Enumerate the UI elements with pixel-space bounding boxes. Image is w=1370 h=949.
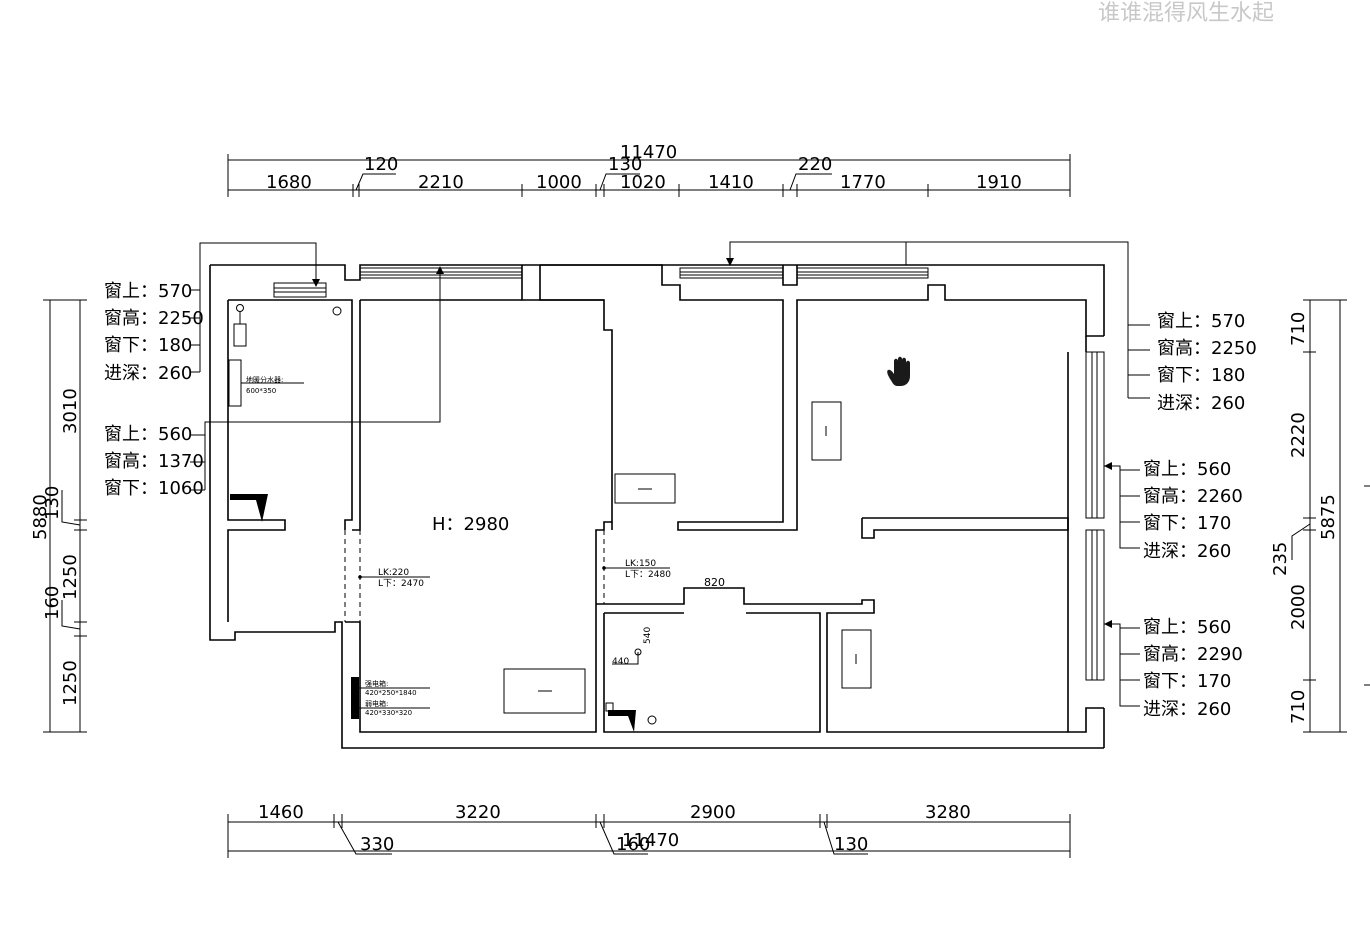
window-note: 窗下：180 bbox=[104, 335, 192, 356]
window-top-3 bbox=[796, 267, 929, 279]
top-dim-seg: 1910 bbox=[976, 172, 1022, 193]
walls bbox=[209, 264, 1105, 749]
top-dim-seg: 1020 bbox=[620, 172, 666, 193]
window-note: 窗高：2260 bbox=[1143, 486, 1243, 507]
top-dimensions: 11470 120 130 220 1680 2210 1000 1020 14… bbox=[227, 142, 1071, 197]
top-dim-seg: 1770 bbox=[840, 172, 886, 193]
box-marks bbox=[538, 426, 857, 692]
dim-440-label: 440 bbox=[612, 657, 629, 667]
right-dim-seg: 710 bbox=[1288, 312, 1309, 346]
window-note: 窗上：560 bbox=[1143, 617, 1231, 638]
left-dimensions: 5880 3010 130 1250 160 1250 bbox=[30, 299, 87, 733]
window-notes-left-mid: 窗上：560 窗高：1370 窗下：1060 bbox=[104, 424, 204, 499]
bottom-dim-330: 330 bbox=[360, 834, 394, 855]
hand-cursor-icon bbox=[887, 356, 910, 386]
window-note: 窗下：170 bbox=[1143, 671, 1231, 692]
bottom-dim-seg: 3220 bbox=[455, 802, 501, 823]
window-note: 进深：260 bbox=[1157, 393, 1245, 414]
right-outer-dim: 5875 bbox=[1318, 494, 1339, 540]
bottom-dim-seg: 1460 bbox=[258, 802, 304, 823]
bottom-dim-130: 130 bbox=[834, 834, 868, 855]
lk-right-low-label: L下：2480 bbox=[625, 570, 671, 580]
top-dim-seg: 1410 bbox=[708, 172, 754, 193]
lk-left-low-label: L下：2470 bbox=[378, 579, 424, 589]
bottom-dimensions: 1460 3220 2900 3280 330 160 11470 130 bbox=[227, 802, 1071, 858]
window-note: 窗上：570 bbox=[1157, 311, 1245, 332]
box1-label: 强电箱: bbox=[365, 679, 388, 688]
window-note: 窗上：570 bbox=[104, 281, 192, 302]
bath-dims: 540 440 bbox=[612, 627, 653, 667]
ceiling-height-label: H：2980 bbox=[432, 514, 509, 535]
top-dim-seg: 2210 bbox=[418, 172, 464, 193]
right-dim-seg: 2220 bbox=[1288, 412, 1309, 458]
window-note: 窗高：2290 bbox=[1143, 644, 1243, 665]
water-heater-fixture bbox=[233, 304, 342, 347]
left-dim-seg: 3010 bbox=[60, 388, 81, 434]
dim-540-label: 540 bbox=[643, 627, 653, 644]
window-note: 窗高：1370 bbox=[104, 451, 204, 472]
window-note: 窗下：170 bbox=[1143, 513, 1231, 534]
right-dim-seg: 235 bbox=[1270, 542, 1291, 576]
lk-left-label: LK:220 bbox=[378, 568, 409, 578]
floor-heating-label: 地暖分水器: bbox=[246, 375, 283, 384]
watermark-text: 谁谁混得风生水起 bbox=[1098, 1, 1274, 26]
floor-heating-size: 600*350 bbox=[246, 387, 276, 395]
window-note: 窗高：2250 bbox=[104, 308, 204, 329]
top-dim-220: 220 bbox=[798, 154, 832, 175]
window-note: 窗下：1060 bbox=[104, 478, 204, 499]
top-dim-120: 120 bbox=[364, 154, 398, 175]
left-dim-seg: 1250 bbox=[60, 660, 81, 706]
bottom-total-dim: 11470 bbox=[622, 830, 679, 851]
left-dim-seg: 160 bbox=[42, 586, 63, 620]
left-dim-seg: 130 bbox=[42, 486, 63, 520]
dim-820-label: 820 bbox=[704, 576, 725, 589]
cabinet-box bbox=[614, 473, 676, 504]
window-note: 窗下：180 bbox=[1157, 365, 1245, 386]
bottom-dim-seg: 3280 bbox=[925, 802, 971, 823]
window-top-small bbox=[273, 282, 327, 298]
drain-icon bbox=[647, 715, 657, 725]
cabinet-box bbox=[503, 668, 586, 714]
window-note: 进深：260 bbox=[104, 363, 192, 384]
corner-fixture-icon bbox=[230, 494, 268, 522]
window-notes-left-top: 窗上：570 窗高：2250 窗下：180 进深：260 bbox=[104, 281, 204, 384]
right-dim-seg: 710 bbox=[1288, 690, 1309, 724]
window-note: 窗高：2250 bbox=[1157, 338, 1257, 359]
window-top-2 bbox=[679, 267, 784, 279]
door-note-right: LK:150 L下：2480 bbox=[602, 559, 671, 580]
box2-size: 420*330*320 bbox=[365, 709, 412, 717]
box2-label: 弱电箱: bbox=[365, 699, 388, 708]
window-note: 窗上：560 bbox=[104, 424, 192, 445]
right-dimensions: 710 2220 235 2000 710 5875 bbox=[1270, 299, 1370, 733]
lk-right-label: LK:150 bbox=[625, 559, 656, 569]
door-note-left: LK:220 L下：2470 bbox=[358, 568, 430, 589]
box1-size: 420*250*1840 bbox=[365, 689, 417, 697]
left-outer-dim: 5880 bbox=[30, 494, 51, 540]
top-total-dim: 11470 bbox=[620, 142, 677, 163]
left-dim-seg: 1250 bbox=[60, 554, 81, 600]
floor-heating-manifold: 地暖分水器: 600*350 bbox=[228, 359, 304, 407]
window-notes-right-mid: 窗上：560 窗高：2260 窗下：170 进深：260 bbox=[1143, 459, 1243, 562]
top-dim-seg: 1680 bbox=[266, 172, 312, 193]
window-note: 进深：260 bbox=[1143, 699, 1231, 720]
window-note: 窗上：560 bbox=[1143, 459, 1231, 480]
window-note: 进深：260 bbox=[1143, 541, 1231, 562]
bottom-dim-seg: 2900 bbox=[690, 802, 736, 823]
bottom-dim-160: 160 bbox=[616, 834, 650, 855]
leader-lines bbox=[190, 241, 1150, 707]
corner-fixture-icon bbox=[608, 710, 636, 732]
top-dim-130: 130 bbox=[608, 154, 642, 175]
ac-unit-box bbox=[841, 629, 872, 689]
window-notes-right-bottom: 窗上：560 窗高：2290 窗下：170 进深：260 bbox=[1143, 617, 1243, 720]
right-dim-seg: 2000 bbox=[1288, 584, 1309, 630]
window-right-2 bbox=[1085, 529, 1105, 681]
top-dim-seg: 1000 bbox=[536, 172, 582, 193]
window-notes-right-top: 窗上：570 窗高：2250 窗下：180 进深：260 bbox=[1157, 311, 1257, 414]
ac-unit-box bbox=[811, 401, 842, 461]
window-right-1 bbox=[1085, 351, 1105, 519]
electrical-boxes: 强电箱: 420*250*1840 弱电箱: 420*330*320 bbox=[351, 677, 430, 719]
